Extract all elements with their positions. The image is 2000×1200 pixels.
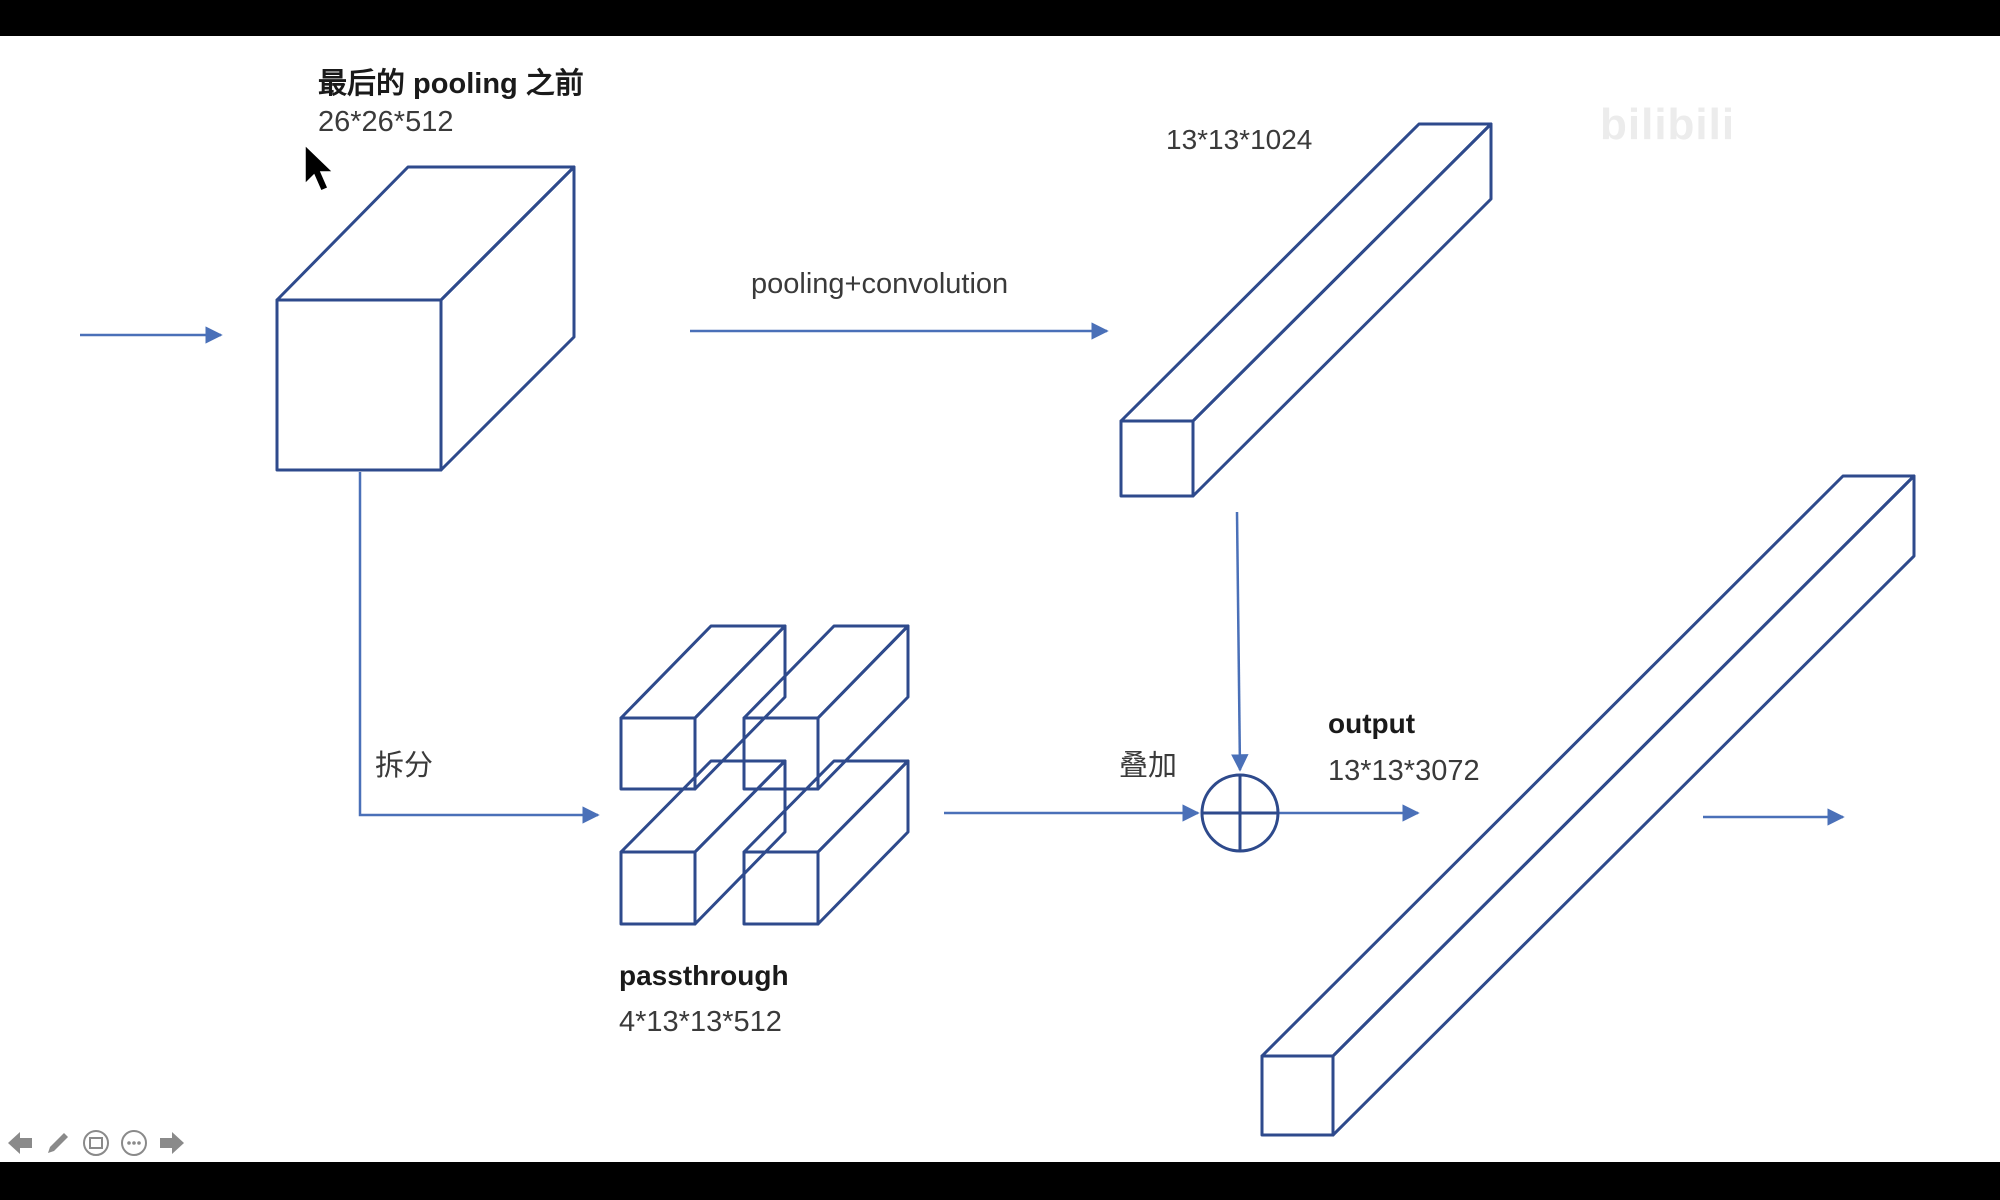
pencil-icon	[48, 1133, 68, 1153]
split-arrow	[358, 472, 600, 824]
passthrough-bar-4	[742, 759, 910, 926]
passthrough-bars	[619, 624, 910, 926]
dims-before-pooling: 26*26*512	[318, 106, 454, 138]
dims-output: 13*13*3072	[1328, 755, 1480, 787]
more-options-button[interactable]	[118, 1127, 150, 1159]
screen-icon	[83, 1130, 109, 1156]
screen-options-button[interactable]	[80, 1127, 112, 1159]
yolo-passthrough-diagram	[80, 122, 1916, 1137]
pen-tool-button[interactable]	[42, 1127, 74, 1159]
conv-to-concat-arrow	[1231, 511, 1249, 772]
passthrough-bar-1	[619, 624, 787, 791]
edge-label-pooling-conv: pooling+convolution	[751, 268, 1009, 300]
dims-after-conv: 13*13*1024	[1166, 124, 1313, 155]
watermark: bilibili	[1600, 100, 1736, 149]
arrow-right-icon	[160, 1132, 184, 1154]
concat-circle-plus-icon	[1200, 773, 1280, 853]
dims-passthrough: 4*13*13*512	[619, 1006, 782, 1038]
arrow-left-icon	[8, 1132, 32, 1154]
previous-slide-button[interactable]	[4, 1127, 36, 1159]
bar-output	[1260, 474, 1916, 1137]
edge-label-concat: 叠加	[1119, 750, 1178, 782]
bar-after-conv	[1119, 122, 1493, 498]
passthrough-bar-2	[742, 624, 910, 791]
title-output: output	[1328, 708, 1416, 739]
title-before-pooling: 最后的 pooling 之前	[318, 68, 584, 100]
mouse-cursor-icon	[304, 143, 335, 192]
cube-before-pooling	[275, 165, 576, 472]
slide: bilibili	[0, 36, 2000, 1162]
edge-label-split: 拆分	[375, 750, 434, 782]
passthrough-bar-3	[619, 759, 787, 926]
title-passthrough: passthrough	[619, 960, 789, 991]
presentation-controls	[4, 1126, 188, 1160]
more-icon	[121, 1130, 147, 1156]
next-slide-button[interactable]	[156, 1127, 188, 1159]
